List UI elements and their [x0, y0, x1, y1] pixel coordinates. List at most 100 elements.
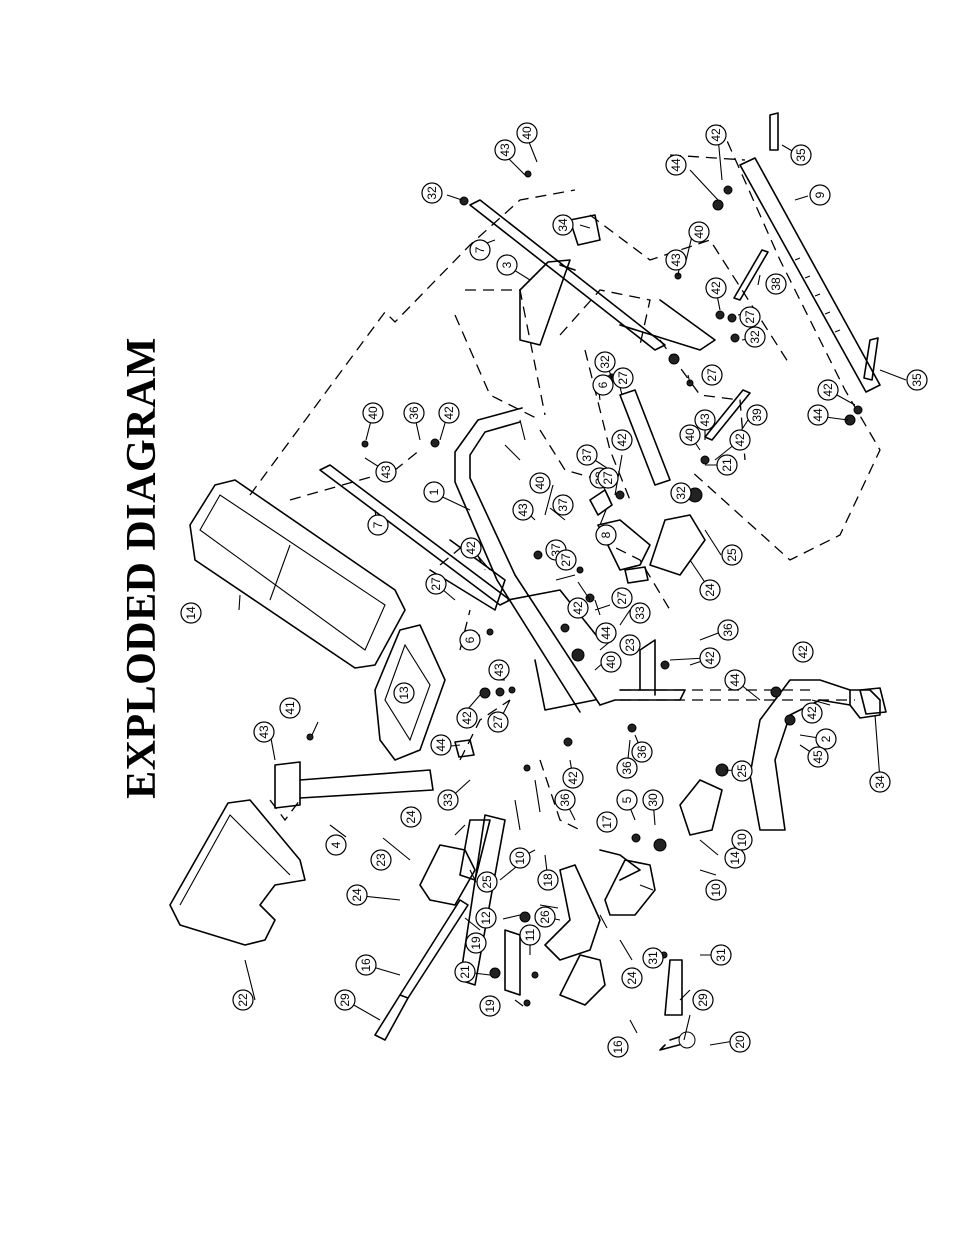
- svg-text:29: 29: [338, 993, 352, 1007]
- callout-40: 40: [516, 122, 538, 144]
- svg-text:33: 33: [633, 606, 647, 620]
- callout-45: 45: [807, 746, 829, 768]
- svg-text:24: 24: [703, 583, 717, 597]
- svg-text:2: 2: [819, 735, 833, 742]
- svg-text:9: 9: [813, 191, 827, 198]
- svg-text:11: 11: [523, 928, 537, 941]
- callout-16: 29: [334, 989, 356, 1011]
- callout-43: 43: [375, 461, 397, 483]
- svg-text:20: 20: [733, 1035, 747, 1049]
- svg-text:17: 17: [600, 815, 614, 829]
- svg-text:27: 27: [616, 371, 630, 385]
- svg-text:42: 42: [805, 706, 819, 720]
- callout-42: 42: [460, 537, 482, 559]
- callout-5: 17: [596, 811, 618, 833]
- callout-32: 32: [594, 351, 616, 373]
- svg-text:1: 1: [427, 488, 441, 495]
- callout-24: 31: [642, 947, 664, 969]
- callout-42: 42: [699, 647, 721, 669]
- callout-24: 24: [699, 579, 721, 601]
- callout-34: 34: [552, 214, 574, 236]
- svg-text:13: 13: [397, 686, 411, 700]
- svg-text:44: 44: [728, 673, 742, 687]
- svg-text:27: 27: [429, 577, 443, 591]
- callout-33: 33: [629, 602, 651, 624]
- callout-37: 37: [552, 494, 574, 516]
- svg-text:40: 40: [520, 126, 534, 140]
- svg-text:14: 14: [184, 606, 198, 620]
- svg-text:40: 40: [533, 476, 547, 490]
- svg-text:32: 32: [425, 186, 439, 200]
- svg-text:41: 41: [283, 701, 297, 715]
- svg-text:7: 7: [473, 246, 487, 253]
- svg-text:7: 7: [371, 521, 385, 528]
- callout-24: 23: [370, 849, 392, 871]
- svg-text:10: 10: [709, 883, 723, 897]
- callout-35: 35: [906, 369, 928, 391]
- callout-42: 42: [792, 641, 814, 663]
- svg-text:42: 42: [464, 541, 478, 555]
- svg-text:24: 24: [350, 888, 364, 902]
- svg-text:44: 44: [669, 158, 683, 172]
- svg-text:31: 31: [714, 948, 728, 962]
- callout-6: 6: [592, 374, 614, 396]
- svg-text:16: 16: [359, 958, 373, 972]
- svg-text:43: 43: [516, 503, 530, 517]
- leg-pad-part-15: [169, 799, 306, 946]
- callout-44: 44: [665, 154, 687, 176]
- svg-text:29: 29: [696, 993, 710, 1007]
- svg-text:40: 40: [604, 655, 618, 669]
- callout-10: 24: [400, 806, 422, 828]
- svg-text:27: 27: [559, 553, 573, 567]
- svg-text:44: 44: [434, 738, 448, 752]
- callout-3: 3: [496, 254, 518, 276]
- svg-text:33: 33: [441, 793, 455, 807]
- svg-text:27: 27: [705, 368, 719, 382]
- svg-text:36: 36: [721, 623, 735, 637]
- svg-text:42: 42: [709, 128, 723, 142]
- callout-1: 1: [423, 481, 445, 503]
- svg-text:43: 43: [669, 253, 683, 267]
- svg-text:21: 21: [458, 965, 472, 979]
- callout-31: 10: [705, 879, 727, 901]
- svg-text:34: 34: [873, 775, 887, 789]
- svg-text:42: 42: [709, 281, 723, 295]
- svg-text:40: 40: [683, 428, 697, 442]
- callout-26: 11: [519, 924, 541, 946]
- svg-text:5: 5: [620, 796, 634, 803]
- callout-bubbles: 40 43 32 34 7 3 42 44 35 9 40 43 42 38 2…: [180, 122, 928, 1058]
- callout-8: 8: [595, 524, 617, 546]
- callout-44: 44: [430, 734, 452, 756]
- svg-text:12: 12: [479, 911, 493, 925]
- svg-text:32: 32: [674, 486, 688, 500]
- callout-42: 42: [817, 379, 839, 401]
- callout-15: 22: [232, 989, 254, 1011]
- svg-text:44: 44: [599, 626, 613, 640]
- callout-41: 41: [279, 697, 301, 719]
- callout-29: 19: [479, 995, 501, 1017]
- callout-4: 4: [325, 834, 347, 856]
- callout-36: 36: [403, 402, 425, 424]
- callout-20: 29: [692, 989, 714, 1011]
- callout-42: 42: [456, 707, 478, 729]
- callout-19: 12: [475, 907, 497, 929]
- rear-stabilizer-part-9: [739, 157, 881, 393]
- callout-43: 43: [665, 249, 687, 271]
- callout-11: 19: [465, 932, 487, 954]
- callout-25: 25: [721, 544, 743, 566]
- svg-text:27: 27: [491, 715, 505, 729]
- callout-43: 43: [494, 139, 516, 161]
- callout-29: 31: [710, 944, 732, 966]
- svg-text:39: 39: [750, 408, 764, 422]
- callout-42: 42: [801, 702, 823, 724]
- svg-text:32: 32: [598, 355, 612, 369]
- long-bolts: [704, 112, 879, 441]
- callout-32: 32: [744, 326, 766, 348]
- callout-44: 44: [724, 669, 746, 691]
- callout-37: 37: [576, 444, 598, 466]
- svg-text:14: 14: [728, 851, 742, 865]
- callout-40: 40: [362, 402, 384, 424]
- svg-text:34: 34: [556, 218, 570, 232]
- svg-text:35: 35: [794, 148, 808, 162]
- callout-12: 16: [355, 954, 377, 976]
